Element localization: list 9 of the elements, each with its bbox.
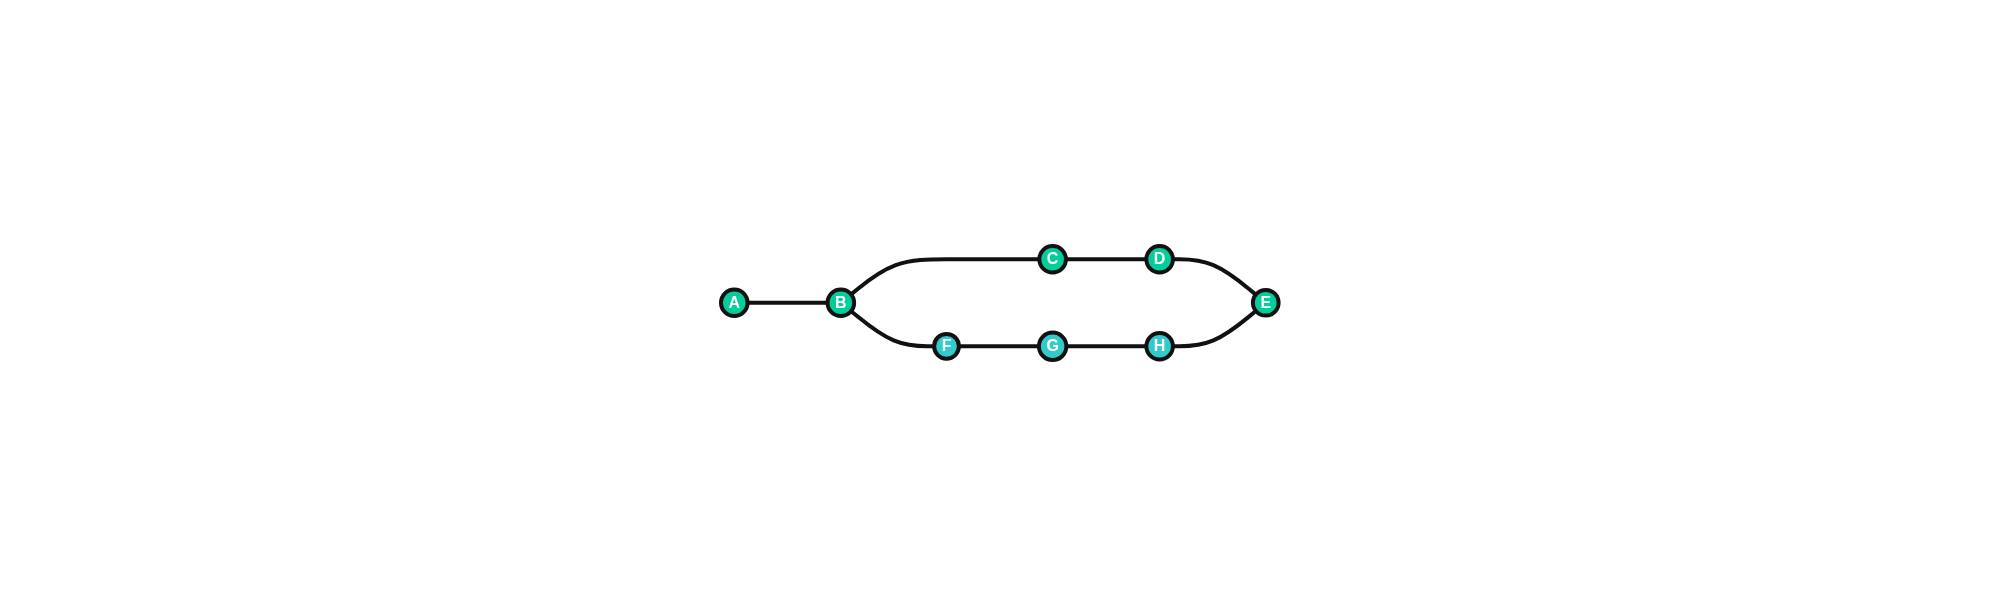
node-circle: F bbox=[931, 332, 961, 362]
node-circle: C bbox=[1037, 244, 1068, 276]
node-circle: E bbox=[1250, 288, 1281, 319]
node-circle: D bbox=[1144, 244, 1175, 276]
node-circle: G bbox=[1036, 331, 1069, 363]
node-circle: B bbox=[825, 288, 856, 319]
node-circle: A bbox=[718, 288, 750, 319]
node-circle: H bbox=[1144, 331, 1175, 363]
connector bbox=[849, 310, 934, 349]
